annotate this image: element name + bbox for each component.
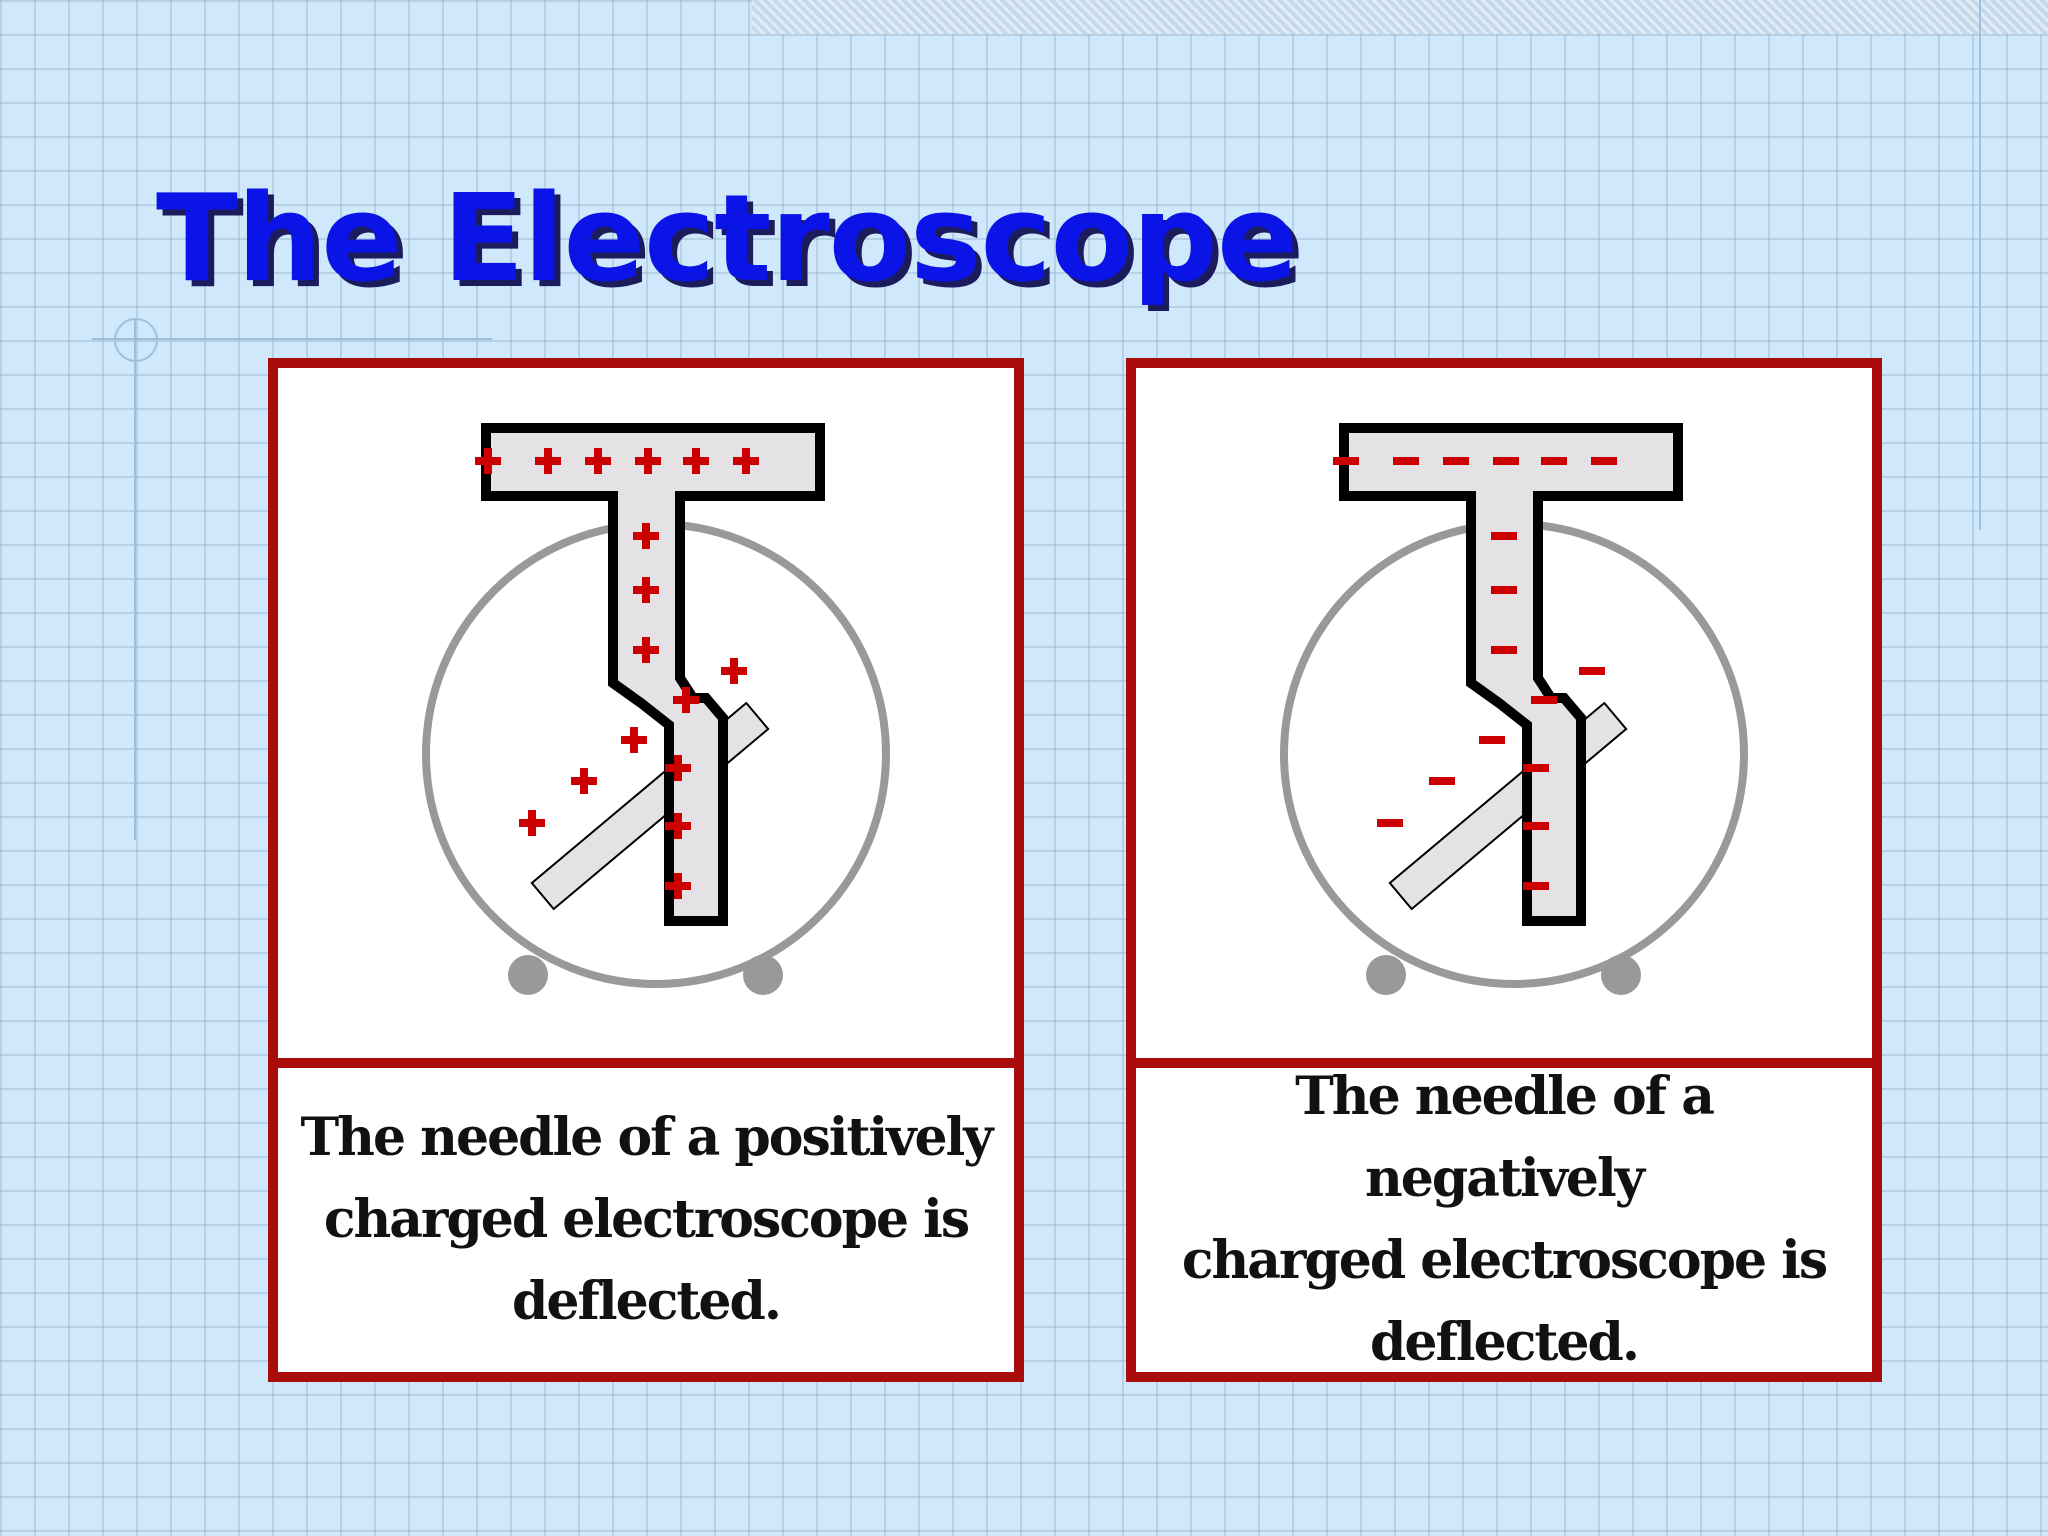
positive-charge-symbol — [633, 637, 659, 663]
positive-electroscope-diagram — [422, 423, 890, 995]
positive-electroscope-panel: The needle of a positively charged elect… — [268, 358, 1024, 1382]
case-foot-right — [743, 955, 783, 995]
panel-divider — [278, 1058, 1014, 1068]
negative-electroscope-diagram — [1280, 423, 1748, 995]
header-pattern-band — [752, 0, 2048, 34]
positive-charge-symbol — [665, 813, 691, 839]
negative-charge-symbol — [1491, 586, 1517, 594]
caption-line-1: The needle of a positively — [300, 1107, 993, 1168]
negative-charge-symbol — [1523, 882, 1549, 890]
negative-caption: The needle of a negatively charged elect… — [1156, 1066, 1852, 1373]
case-foot-left — [508, 955, 548, 995]
caption-line-3: deflected. — [1370, 1312, 1640, 1373]
positive-charge-symbol — [519, 810, 545, 836]
decorative-rule-right — [1979, 0, 1981, 530]
decorative-circle-mark — [114, 318, 158, 362]
negative-charge-symbol — [1591, 457, 1617, 465]
electroscope-rod — [481, 423, 825, 926]
case-foot-right — [1601, 955, 1641, 995]
negative-charge-symbol — [1491, 532, 1517, 540]
negative-charge-symbol — [1493, 457, 1519, 465]
caption-line-3: deflected. — [512, 1271, 782, 1332]
positive-charge-symbol — [475, 448, 501, 474]
caption-line-2: charged electroscope is — [323, 1189, 970, 1250]
negative-charge-symbol — [1579, 667, 1605, 675]
positive-charge-symbol — [571, 768, 597, 794]
electroscope-needle — [530, 701, 770, 911]
positive-charge-symbol — [635, 448, 661, 474]
negative-charge-symbol — [1491, 646, 1517, 654]
positive-charge-symbol — [665, 755, 691, 781]
positive-charge-symbol — [535, 448, 561, 474]
caption-line-1: The needle of a negatively — [1295, 1066, 1715, 1209]
positive-electroscope-figure — [278, 368, 1014, 1058]
electroscope-needle — [1388, 701, 1628, 911]
positive-charge-symbol — [733, 448, 759, 474]
positive-charge-symbol — [633, 577, 659, 603]
panel-divider — [1136, 1058, 1872, 1068]
positive-charge-symbol — [673, 687, 699, 713]
negative-charge-symbol — [1443, 457, 1469, 465]
negative-charge-symbol — [1531, 696, 1557, 704]
electroscope-rod — [1339, 423, 1683, 926]
negative-charge-symbol — [1377, 819, 1403, 827]
positive-charge-symbol — [633, 523, 659, 549]
positive-charge-symbol — [585, 448, 611, 474]
positive-charge-symbol — [621, 727, 647, 753]
negative-charge-symbol — [1479, 736, 1505, 744]
negative-charge-symbol — [1523, 822, 1549, 830]
positive-charge-symbol — [683, 448, 709, 474]
case-foot-left — [1366, 955, 1406, 995]
negative-charge-symbol — [1541, 457, 1567, 465]
negative-charge-symbol — [1523, 764, 1549, 772]
negative-charge-symbol — [1393, 457, 1419, 465]
caption-line-2: charged electroscope is — [1181, 1230, 1828, 1291]
negative-electroscope-figure — [1136, 368, 1872, 1058]
negative-charge-symbol — [1429, 777, 1455, 785]
charge-symbols — [475, 448, 759, 899]
decorative-rule-left — [134, 320, 136, 840]
positive-charge-symbol — [665, 873, 691, 899]
negative-charge-symbol — [1333, 457, 1359, 465]
decorative-title-underline — [92, 338, 492, 340]
positive-charge-symbol — [721, 658, 747, 684]
slide-title: The Electroscope — [156, 170, 1298, 309]
positive-caption: The needle of a positively charged elect… — [298, 1068, 994, 1372]
negative-electroscope-panel: The needle of a negatively charged elect… — [1126, 358, 1882, 1382]
charge-symbols — [1333, 457, 1617, 890]
